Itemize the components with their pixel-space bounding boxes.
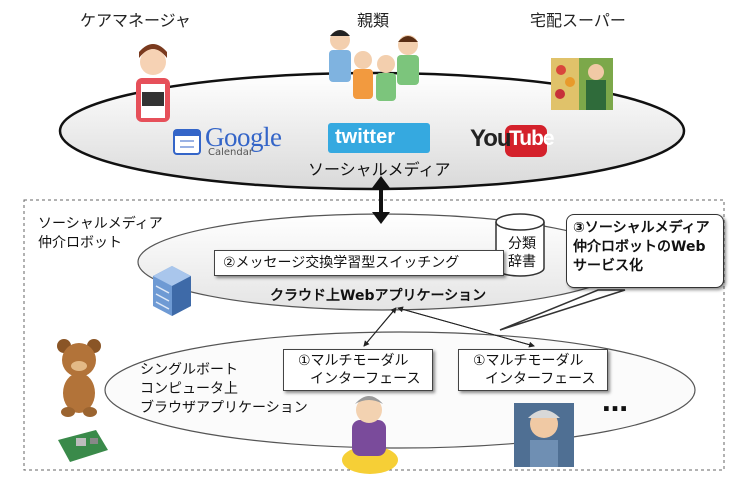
interface-box-1-line1: ①マルチモーダル <box>298 353 409 369</box>
care-manager-illustration <box>136 44 170 122</box>
interface-box-1: ①マルチモーダル インターフェース <box>283 349 433 391</box>
elderly-man-photo <box>514 403 574 467</box>
more-users-ellipsis: … <box>602 388 630 418</box>
server-icon <box>153 266 191 316</box>
sbc-label-line3: ブラウザアプリケーション <box>140 400 308 416</box>
interface-box-2-line2: インターフェース <box>485 371 596 387</box>
relatives-label: 親類 <box>357 11 390 30</box>
teddy-bear-robot-illustration <box>57 339 101 417</box>
callout-line3: サービス化 <box>573 258 643 274</box>
interface-box-2: ①マルチモーダル インターフェース <box>458 349 608 391</box>
sbc-label-line2: コンピュータ上 <box>140 381 238 397</box>
message-switching-label: ②メッセージ交換学習型スイッチング <box>223 255 460 271</box>
twitter-logo <box>328 123 430 153</box>
single-board-computer-illustration <box>58 430 108 462</box>
robot-region-title-line1: ソーシャルメディア <box>38 216 163 232</box>
youtube-you-text: You <box>470 125 512 152</box>
care-manager-label: ケアマネージャ <box>80 11 191 30</box>
supermarket-label: 宅配スーパー <box>530 11 626 30</box>
callout-pointer <box>499 289 626 331</box>
social-robot-arrow <box>372 176 390 224</box>
elderly-woman-illustration <box>342 396 398 474</box>
google-calendar-subtext: Calendar <box>208 147 253 158</box>
interface-box-1-line2: インターフェース <box>310 371 421 387</box>
callout-line2: 仲介ロボットのWeb <box>573 239 706 255</box>
callout-line1: ③ソーシャルメディア <box>573 220 710 236</box>
supermarket-photo <box>551 58 613 110</box>
relatives-family-illustration <box>329 30 419 101</box>
google-calendar-icon <box>173 129 201 155</box>
dictionary-label-line2: 辞書 <box>508 254 536 270</box>
google-logo-text: Google <box>205 122 282 152</box>
dictionary-cylinder <box>495 213 545 277</box>
youtube-logo <box>505 125 547 157</box>
interface-box-2-line1: ①マルチモーダル <box>473 353 584 369</box>
twitter-logo-text: twitter <box>335 126 395 148</box>
message-switching-box: ②メッセージ交換学習型スイッチング <box>214 250 504 276</box>
callout-web-service: ③ソーシャルメディア 仲介ロボットのWeb サービス化 <box>566 214 724 288</box>
cloud-app-label: クラウド上Webアプリケーション <box>270 288 487 304</box>
sbc-label-line1: シングルボート <box>140 362 238 378</box>
social-media-label: ソーシャルメディア <box>308 160 451 179</box>
dictionary-label-line1: 分類 <box>508 236 536 252</box>
youtube-tube-text: Tube <box>509 127 555 150</box>
robot-region-title-line2: 仲介ロボット <box>38 235 122 251</box>
